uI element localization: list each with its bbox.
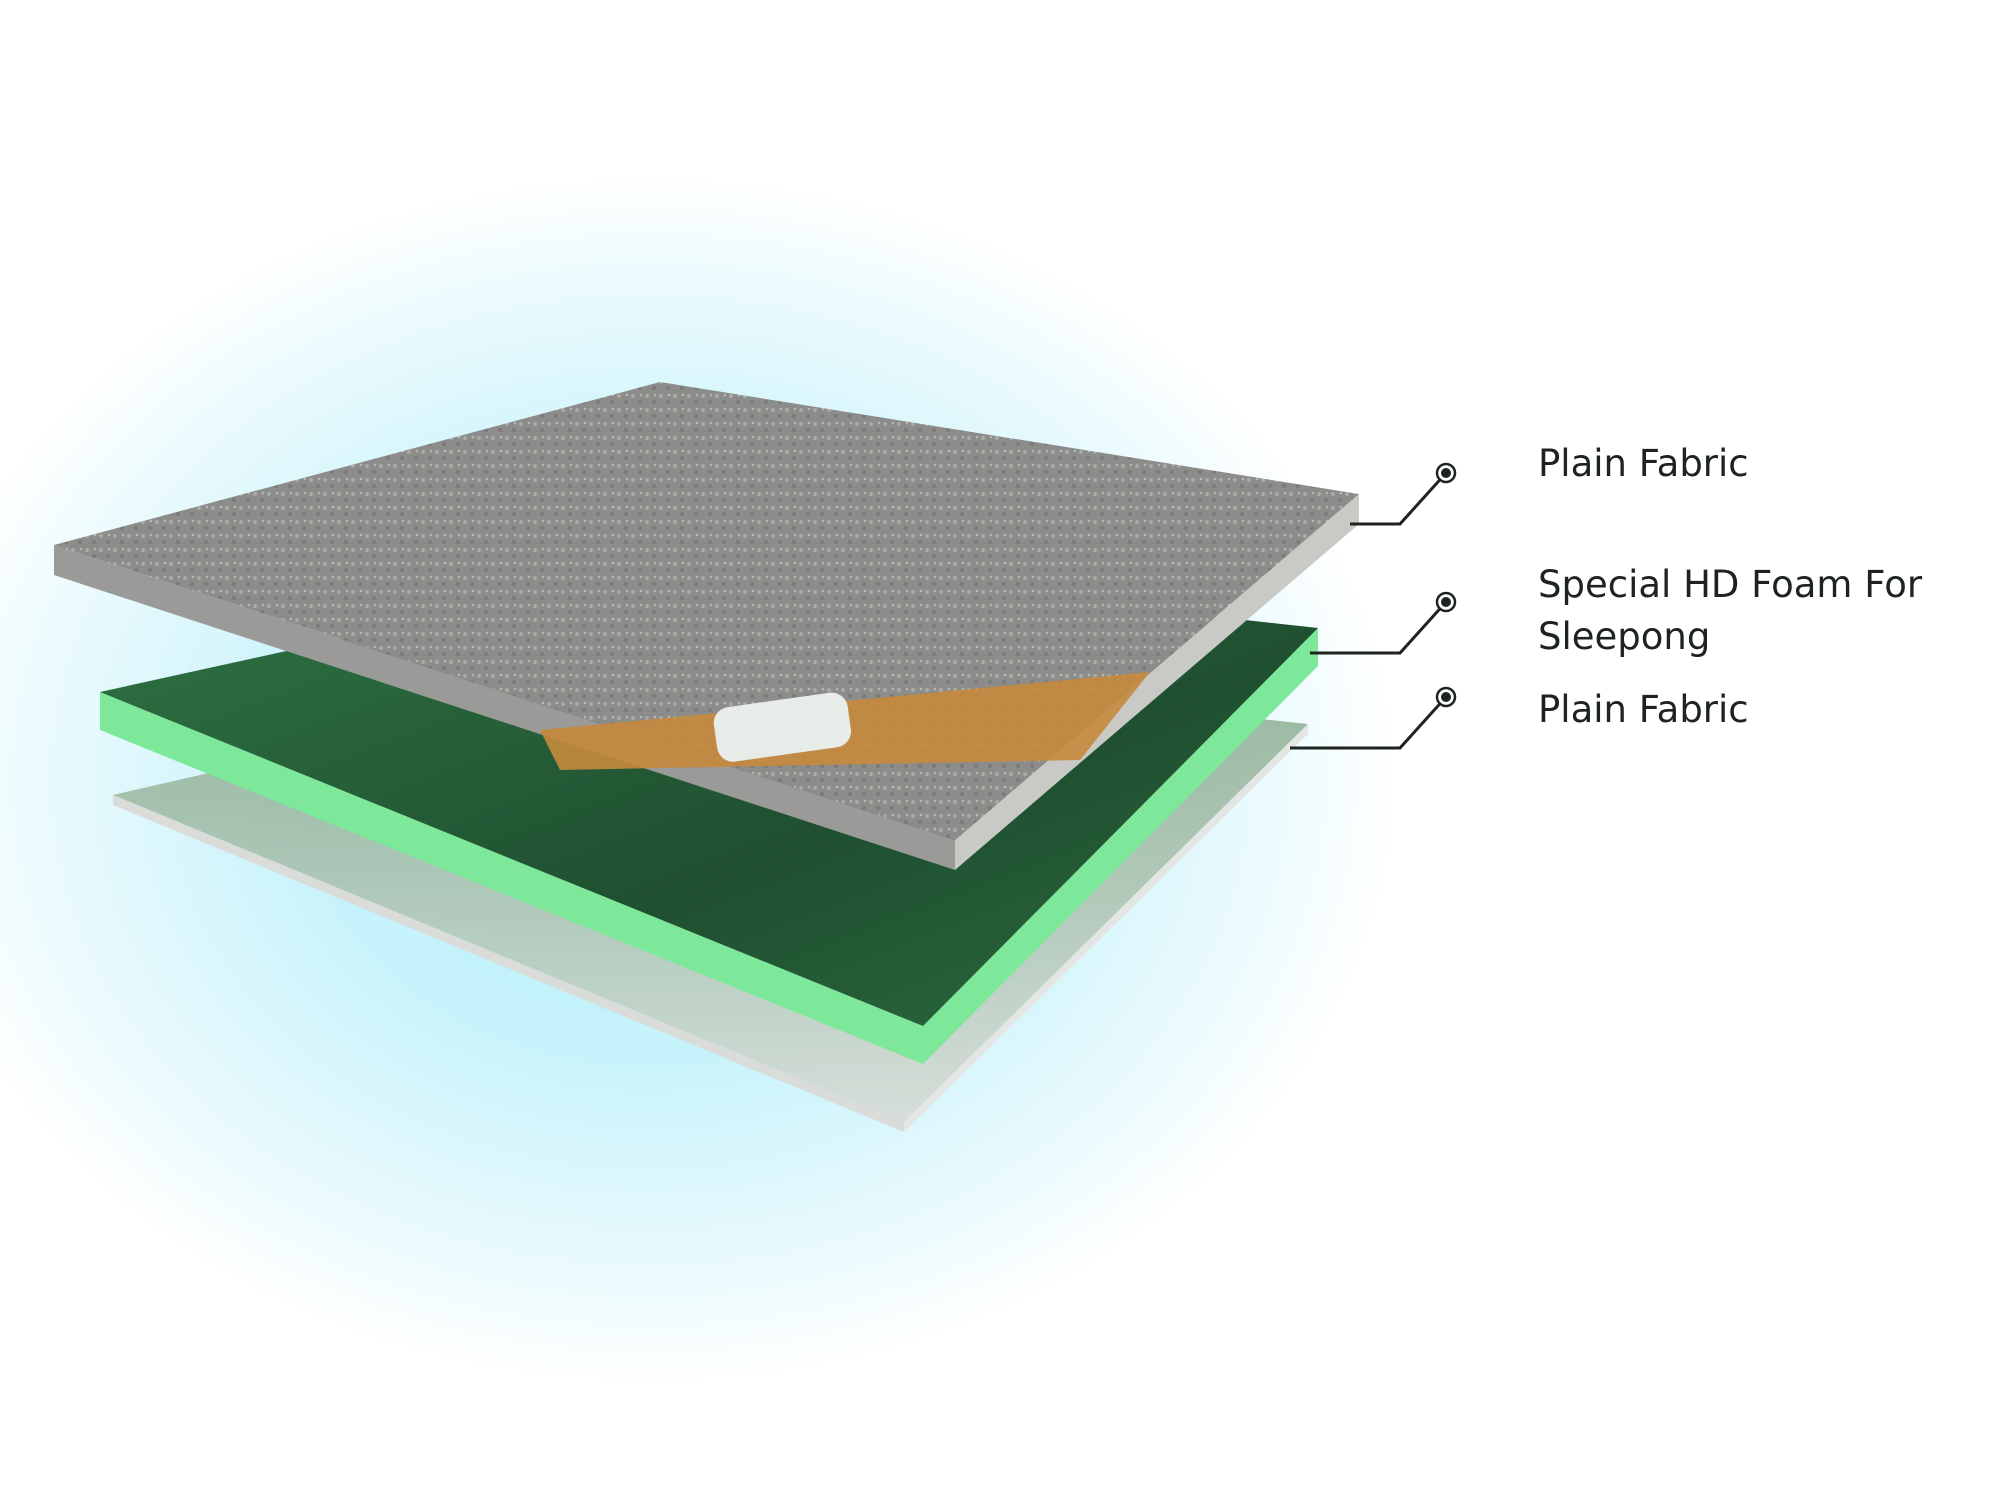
layer-label-top-fabric: Plain Fabric xyxy=(1538,442,1749,485)
leader-line-3 xyxy=(1290,695,1448,750)
layer-label-foam: Special HD Foam For Sleepong xyxy=(1538,563,1923,658)
leader-line-2 xyxy=(1310,600,1448,655)
layer-label-bottom-fabric: Plain Fabric xyxy=(1538,688,1749,731)
leader-dots xyxy=(1435,462,1457,708)
brand-logo-badge xyxy=(713,692,852,762)
leader-lines xyxy=(1290,471,1448,750)
top-fabric-layer xyxy=(54,382,1359,870)
leader-line-1 xyxy=(1350,471,1448,526)
